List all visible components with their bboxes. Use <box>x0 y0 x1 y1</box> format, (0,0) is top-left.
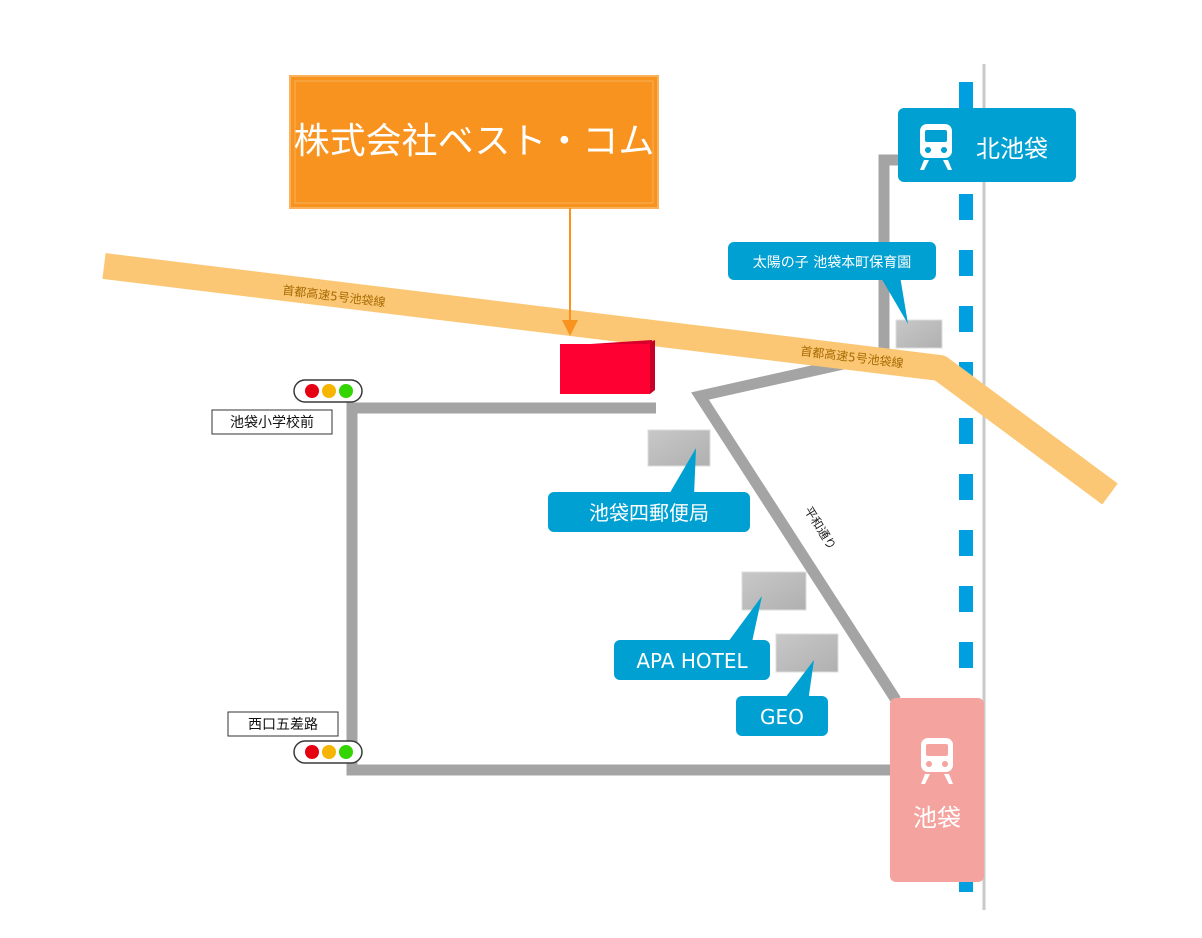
traffic-light-2-green-icon <box>339 745 353 759</box>
intersection-label-box-2 <box>227 711 339 737</box>
traffic-light-1-red-icon <box>305 384 319 398</box>
station-kitaikebukuro: 北池袋 <box>898 108 1076 182</box>
street-label-heiwa: 平和通り <box>801 504 838 552</box>
landmark-nursery: 太陽の子 池袋本町保育園 <box>728 242 936 324</box>
landmark-geo-label: GEO <box>760 705 804 729</box>
building-nursery <box>895 319 943 349</box>
expressway-road <box>102 253 1118 505</box>
company-pointer-arrow <box>562 320 578 336</box>
landmark-nursery-box <box>728 242 936 280</box>
landmark-geo-box <box>736 696 828 736</box>
company-name: 株式会社ベスト・コム <box>294 121 655 162</box>
company-box <box>289 75 659 209</box>
company-marker: 株式会社ベスト・コム <box>289 75 659 336</box>
traffic-light-2-yellow-icon <box>322 745 336 759</box>
building-geo <box>775 633 839 673</box>
landmark-apa-hotel-pointer <box>728 596 762 642</box>
station-kitaikebukuro-label: 北池袋 <box>976 135 1048 163</box>
landmark-apa-hotel-label: APA HOTEL <box>636 649 748 673</box>
target-building-side <box>650 340 655 394</box>
train-icon <box>920 124 952 170</box>
street-heiwa <box>691 348 901 703</box>
intersection-label-1: 池袋小学校前 <box>230 414 314 431</box>
station-ikebukuro: 池袋 <box>890 698 984 882</box>
intersection-label-box-1 <box>211 409 333 435</box>
traffic-light-1-green-icon <box>339 384 353 398</box>
target-building-front <box>560 344 650 394</box>
building-apa-hotel <box>741 571 807 611</box>
intersection-label-2: 西口五差路 <box>248 717 318 733</box>
landmark-apa-hotel: APA HOTEL <box>614 596 770 680</box>
buildings <box>647 319 943 673</box>
streets <box>346 154 901 776</box>
target-building <box>560 340 655 394</box>
company-box-inner-border <box>294 80 654 204</box>
landmark-nursery-pointer <box>880 276 908 324</box>
intersection-nishiguchi: 西口五差路 <box>227 711 363 764</box>
street-north-top <box>346 402 892 776</box>
street-kitaikebukuro <box>878 154 898 366</box>
intersection-ikebukuro-school: 池袋小学校前 <box>211 379 363 435</box>
building-post-office <box>647 429 711 467</box>
station-ikebukuro-box <box>890 698 984 882</box>
landmark-geo: GEO <box>736 660 828 736</box>
landmark-geo-pointer <box>782 660 814 702</box>
landmark-post-office-pointer <box>668 448 696 496</box>
traffic-light-2-red-icon <box>305 745 319 759</box>
station-ikebukuro-label: 池袋 <box>913 804 961 832</box>
landmark-post-office-label: 池袋四郵便局 <box>589 501 709 525</box>
traffic-light-1-yellow-icon <box>322 384 336 398</box>
landmark-apa-hotel-box <box>614 640 770 680</box>
landmark-post-office-box <box>548 492 750 532</box>
train-icon <box>921 738 953 784</box>
landmark-post-office: 池袋四郵便局 <box>548 448 750 532</box>
landmark-nursery-label: 太陽の子 池袋本町保育園 <box>753 255 911 271</box>
